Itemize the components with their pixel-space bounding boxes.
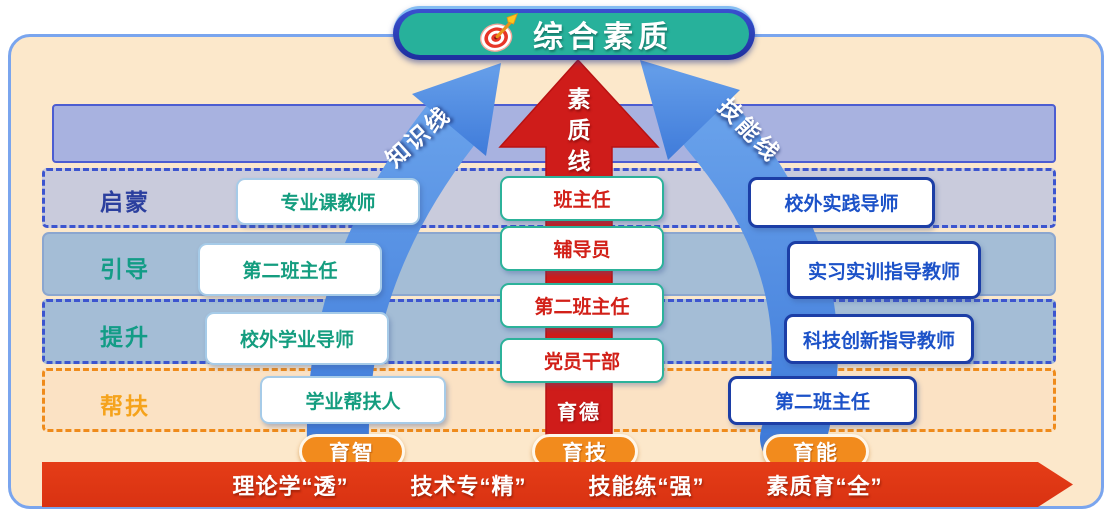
dartboard-icon [480, 13, 519, 52]
moral-education-label: 育德 [557, 402, 601, 424]
stage-label-tisheng: 提升 [100, 324, 150, 350]
quality-line-label: 素质线 [567, 86, 591, 174]
bottom-item-theory: 理论学“透” [232, 473, 349, 499]
left-box-offcampus-academic-tutor: 校外学业导师 [205, 312, 389, 365]
left-box-subject-teacher: 专业课教师 [236, 178, 420, 225]
right-box-internship-training-teacher: 实习实训指导教师 [787, 241, 981, 299]
center-box-party-member-cadre: 党员干部 [500, 338, 664, 383]
bottom-item-quality: 素质育“全” [766, 473, 883, 499]
bottom-item-technique: 技术专“精” [410, 473, 527, 499]
stage-label-yindao: 引导 [100, 256, 150, 282]
top-band [52, 104, 1056, 163]
right-box-tech-innovation-teacher: 科技创新指导教师 [784, 314, 974, 364]
left-box-second-head-teacher: 第二班主任 [198, 243, 382, 296]
right-box-offcampus-practice-mentor: 校外实践导师 [748, 177, 935, 228]
title-banner: 综合素质 [393, 6, 755, 60]
right-box-second-head-teacher: 第二班主任 [728, 376, 917, 425]
center-box-counselor: 辅导员 [500, 226, 664, 271]
stage-label-qimeng: 启蒙 [100, 189, 150, 215]
center-box-second-head-teacher: 第二班主任 [500, 283, 664, 328]
title-text: 综合素质 [533, 21, 673, 54]
stage-label-bangfu: 帮扶 [100, 393, 150, 419]
title-banner-inner: 综合素质 [399, 13, 749, 55]
bottom-item-skill: 技能练“强” [588, 473, 705, 499]
bottom-banner: 理论学“透” 技术专“精” 技能练“强” 素质育“全” [42, 462, 1073, 507]
left-box-academic-helper: 学业帮扶人 [260, 376, 446, 424]
center-box-head-teacher: 班主任 [500, 176, 664, 221]
